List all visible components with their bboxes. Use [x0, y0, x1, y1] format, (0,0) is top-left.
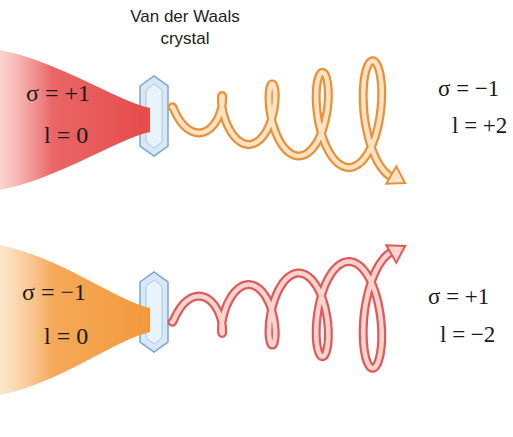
beam-cone	[0, 50, 150, 190]
crystal-label: Van der Waals crystal	[118, 6, 252, 50]
spin-label: σ = −1	[22, 279, 86, 305]
oam-label: l = +2	[452, 113, 507, 138]
spin-label: σ = −1	[438, 76, 499, 101]
red-helix	[172, 245, 405, 368]
light-beam: σ = −1 l = 0	[0, 245, 150, 395]
beam-cone	[0, 245, 150, 395]
oam-label: l = −2	[440, 322, 495, 347]
orange-helix	[172, 61, 405, 184]
light-beam: σ = +1 l = 0	[0, 50, 150, 190]
spin-label: σ = +1	[428, 284, 489, 309]
spin-label: σ = +1	[26, 80, 90, 106]
oam-label: l = 0	[44, 323, 88, 349]
oam-label: l = 0	[44, 122, 88, 148]
